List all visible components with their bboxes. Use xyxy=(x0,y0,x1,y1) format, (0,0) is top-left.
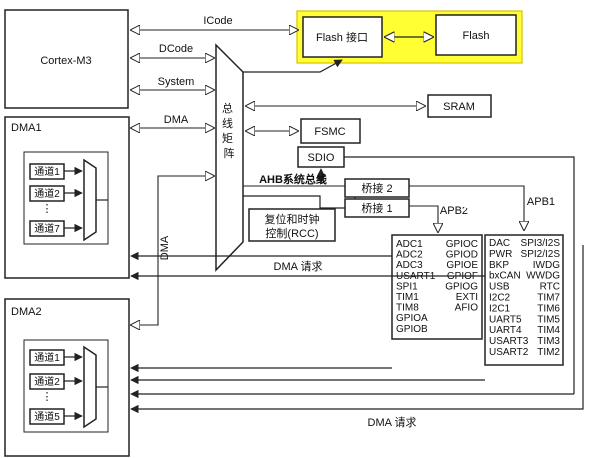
dma2-channel2-label: 通道2 xyxy=(34,375,60,388)
ahb-label: AHB系统总线 xyxy=(259,172,327,186)
flash-label: Flash xyxy=(463,30,490,42)
dma2-arbiter xyxy=(83,345,97,429)
fsmc-label: FSMC xyxy=(314,126,345,138)
apb1-periph-left-6: I2C1 xyxy=(489,303,511,314)
apb1-peripherals-left: DACPWRBKPbxCANUSBI2C2I2C1UART5UART4USART… xyxy=(489,238,529,358)
apb2-periph-right-5: EXTI xyxy=(456,292,478,303)
dma1-channel1-label: 通道1 xyxy=(34,165,60,178)
apb2-periph-left-8: GPIOB xyxy=(396,324,428,335)
apb1-arrow xyxy=(409,185,524,230)
apb1-periph-left-3: bxCAN xyxy=(489,271,521,282)
apb1-periph-left-1: PWR xyxy=(489,249,512,260)
apb1-periph-left-5: I2C2 xyxy=(489,293,511,304)
apb2-peripherals-block xyxy=(391,234,483,340)
apb1-periph-left-9: USART3 xyxy=(489,336,529,347)
apb1-periph-right-6: TIM6 xyxy=(537,303,560,314)
apb1-periph-right-9: TIM3 xyxy=(537,336,560,347)
apb2-periph-left-5: TIM1 xyxy=(396,292,419,303)
dma2-ellipsis: ⋮ xyxy=(42,391,53,403)
apb2-periph-right-1: GPIOD xyxy=(446,250,478,261)
sram-label: SRAM xyxy=(443,101,475,113)
dma-bus-label: DMA xyxy=(164,114,189,126)
apb1-periph-left-2: BKP xyxy=(489,260,509,271)
bus-matrix-block xyxy=(215,43,244,272)
bridge2-block xyxy=(344,178,410,198)
apb1-peripherals-block xyxy=(484,234,564,366)
apb2-label: APB2 xyxy=(440,205,468,217)
apb1-periph-right-5: TIM7 xyxy=(537,293,560,304)
apb2-periph-left-1: ADC2 xyxy=(396,250,423,261)
sdio-label: SDIO xyxy=(308,152,335,164)
bridge1-label: 桥接 1 xyxy=(361,202,392,215)
dma1-channel-frame xyxy=(23,151,109,245)
apb1-periph-right-3: WWDG xyxy=(526,271,560,282)
system-label: System xyxy=(158,76,195,88)
sram-block xyxy=(427,94,492,118)
bridge2-label: 桥接 2 xyxy=(361,182,392,195)
dma2-channel1-label: 通道1 xyxy=(34,351,60,364)
dma1-channel7-label: 通道7 xyxy=(34,222,60,235)
cortex-m3-block xyxy=(4,9,129,109)
apb2-arrow xyxy=(409,205,438,232)
apb2-periph-right-6: AFIO xyxy=(455,303,479,314)
flash-block xyxy=(435,14,517,56)
apb1-periph-left-4: USB xyxy=(489,282,510,293)
cortex-m3-label: Cortex-M3 xyxy=(40,55,91,67)
matrix-to-flash-arrow xyxy=(243,59,343,73)
apb1-label: APB1 xyxy=(527,196,555,208)
dma1-ellipsis: ⋮ xyxy=(42,203,53,215)
dma-vertical-label: DMA xyxy=(159,235,171,260)
flash-interface-label: Flash 接口 xyxy=(316,31,368,44)
apb2-periph-left-7: GPIOA xyxy=(396,313,428,324)
apb1-periph-right-0: SPI3/I2S xyxy=(521,238,561,249)
sdio-dma-line xyxy=(344,156,575,394)
apb2-periph-right-4: GPIOG xyxy=(445,281,478,292)
dma1-title: DMA1 xyxy=(11,122,42,134)
apb1-periph-right-4: RTC xyxy=(540,282,560,293)
flash-interface-block xyxy=(302,16,383,58)
fsmc-block xyxy=(300,118,361,144)
apb2-periph-left-4: SPI1 xyxy=(396,281,418,292)
apb1-periph-left-7: UART5 xyxy=(489,314,522,325)
apb1-periph-right-1: SPI2/I2S xyxy=(521,249,561,260)
rcc-block xyxy=(248,208,336,242)
apb2-periph-left-6: TIM8 xyxy=(396,303,419,314)
dma2-channel-frame xyxy=(23,339,109,433)
apb1-periph-right-8: TIM4 xyxy=(537,325,560,336)
apb2-periph-left-0: ADC1 xyxy=(396,239,423,250)
apb1-periph-left-10: USART2 xyxy=(489,347,529,358)
rcc-label-line1: 复位和时钟 xyxy=(265,212,320,226)
apb2-periph-left-2: ADC3 xyxy=(396,260,423,271)
dma2-title: DMA2 xyxy=(11,306,42,318)
dma2-bus-arrow xyxy=(131,176,214,325)
apb1-peripherals-right: SPI3/I2SSPI2/I2SIWDGWWDGRTCTIM7TIM6TIM5T… xyxy=(521,238,561,358)
dma-request-label-2: DMA 请求 xyxy=(368,416,417,429)
apb1-periph-right-10: TIM2 xyxy=(537,347,560,358)
apb1-periph-left-0: DAC xyxy=(489,238,510,249)
apb2-periph-right-0: GPIOC xyxy=(446,239,478,250)
ahb-to-bridge1 xyxy=(243,195,345,209)
apb2-periph-right-2: GPIOE xyxy=(446,260,478,271)
dma1-arbiter xyxy=(83,158,97,242)
apb1-periph-left-8: UART4 xyxy=(489,325,522,336)
dma-request-label-1: DMA 请求 xyxy=(274,260,323,273)
apb1-periph-right-2: IWDG xyxy=(533,260,560,271)
rcc-label-line2: 控制(RCC) xyxy=(265,226,318,240)
dcode-label: DCode xyxy=(159,43,193,55)
dma1-channel2-label: 通道2 xyxy=(34,187,60,200)
dma-req-line-2d xyxy=(130,245,584,414)
dma2-channel5-label: 通道5 xyxy=(34,410,60,423)
bus-matrix-label: 总 线 矩 阵 xyxy=(222,101,236,160)
icode-label: ICode xyxy=(203,15,232,27)
apb1-periph-right-7: TIM5 xyxy=(537,314,560,325)
